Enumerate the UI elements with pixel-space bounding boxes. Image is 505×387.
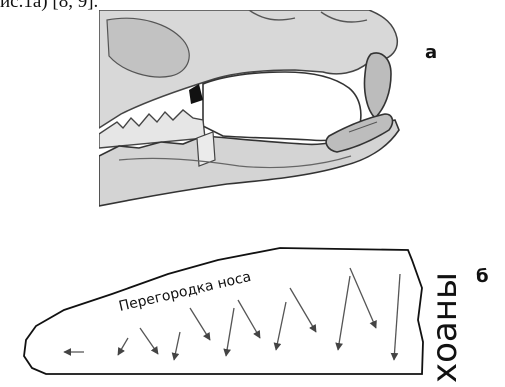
figure-b-label: б (476, 266, 489, 287)
rodent-skull-icon (99, 10, 400, 214)
nasal-septum-diagram: Перегородка носа (20, 236, 438, 376)
septum-outline-icon: Перегородка носа (20, 236, 438, 376)
skull-illustration (99, 10, 400, 214)
figure-a-label: а (425, 42, 437, 63)
choanae-label: хоаны (427, 272, 463, 383)
figure-caption: ис.1а) [8, 9]. (0, 0, 98, 13)
